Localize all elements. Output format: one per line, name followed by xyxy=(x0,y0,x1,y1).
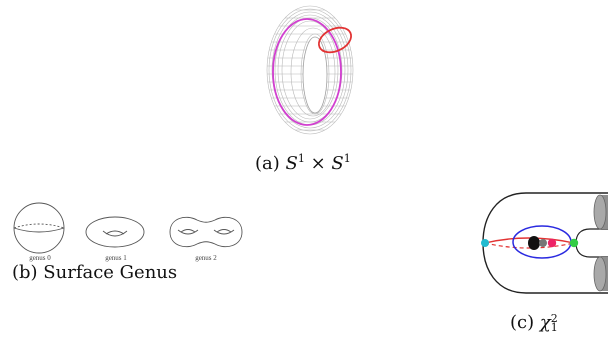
chi-figure xyxy=(481,192,608,294)
genus-figure xyxy=(13,202,243,254)
genus-0-sphere xyxy=(13,202,65,254)
caption-c-sup: 2 xyxy=(550,312,558,325)
caption-a-s1: S xyxy=(285,153,298,174)
genus-2-surface xyxy=(169,216,243,248)
caption-a: (a) S1 × S1 xyxy=(255,152,351,174)
red-loop xyxy=(318,26,352,54)
genus-1-torus xyxy=(85,216,145,248)
tube-top xyxy=(593,194,608,230)
torus-figure xyxy=(266,5,354,135)
pink-dot xyxy=(547,238,557,248)
figure-a xyxy=(255,0,365,140)
caption-c-sub: 1 xyxy=(550,321,558,334)
genus-label-1: genus 1 xyxy=(105,254,127,262)
caption-c-prefix: (c) xyxy=(510,312,535,333)
cyan-dot xyxy=(481,239,489,247)
caption-a-s2: S xyxy=(331,153,344,174)
genus-label-0: genus 0 xyxy=(29,254,51,262)
green-dot xyxy=(569,238,579,248)
caption-b: (b) Surface Genus xyxy=(12,262,178,283)
caption-a-prefix: (a) xyxy=(255,153,280,174)
genus-label-2: genus 2 xyxy=(195,254,217,262)
caption-a-sup2: 1 xyxy=(343,152,351,165)
figure-b: genus 0 genus 1 genus 2 xyxy=(0,196,260,286)
figure-c xyxy=(468,185,608,310)
tube-bottom xyxy=(593,256,608,292)
caption-a-sup1: 1 xyxy=(297,152,305,165)
caption-a-times: × xyxy=(310,153,326,174)
magenta-loop xyxy=(272,18,342,126)
caption-c-chi: χ xyxy=(539,312,551,333)
